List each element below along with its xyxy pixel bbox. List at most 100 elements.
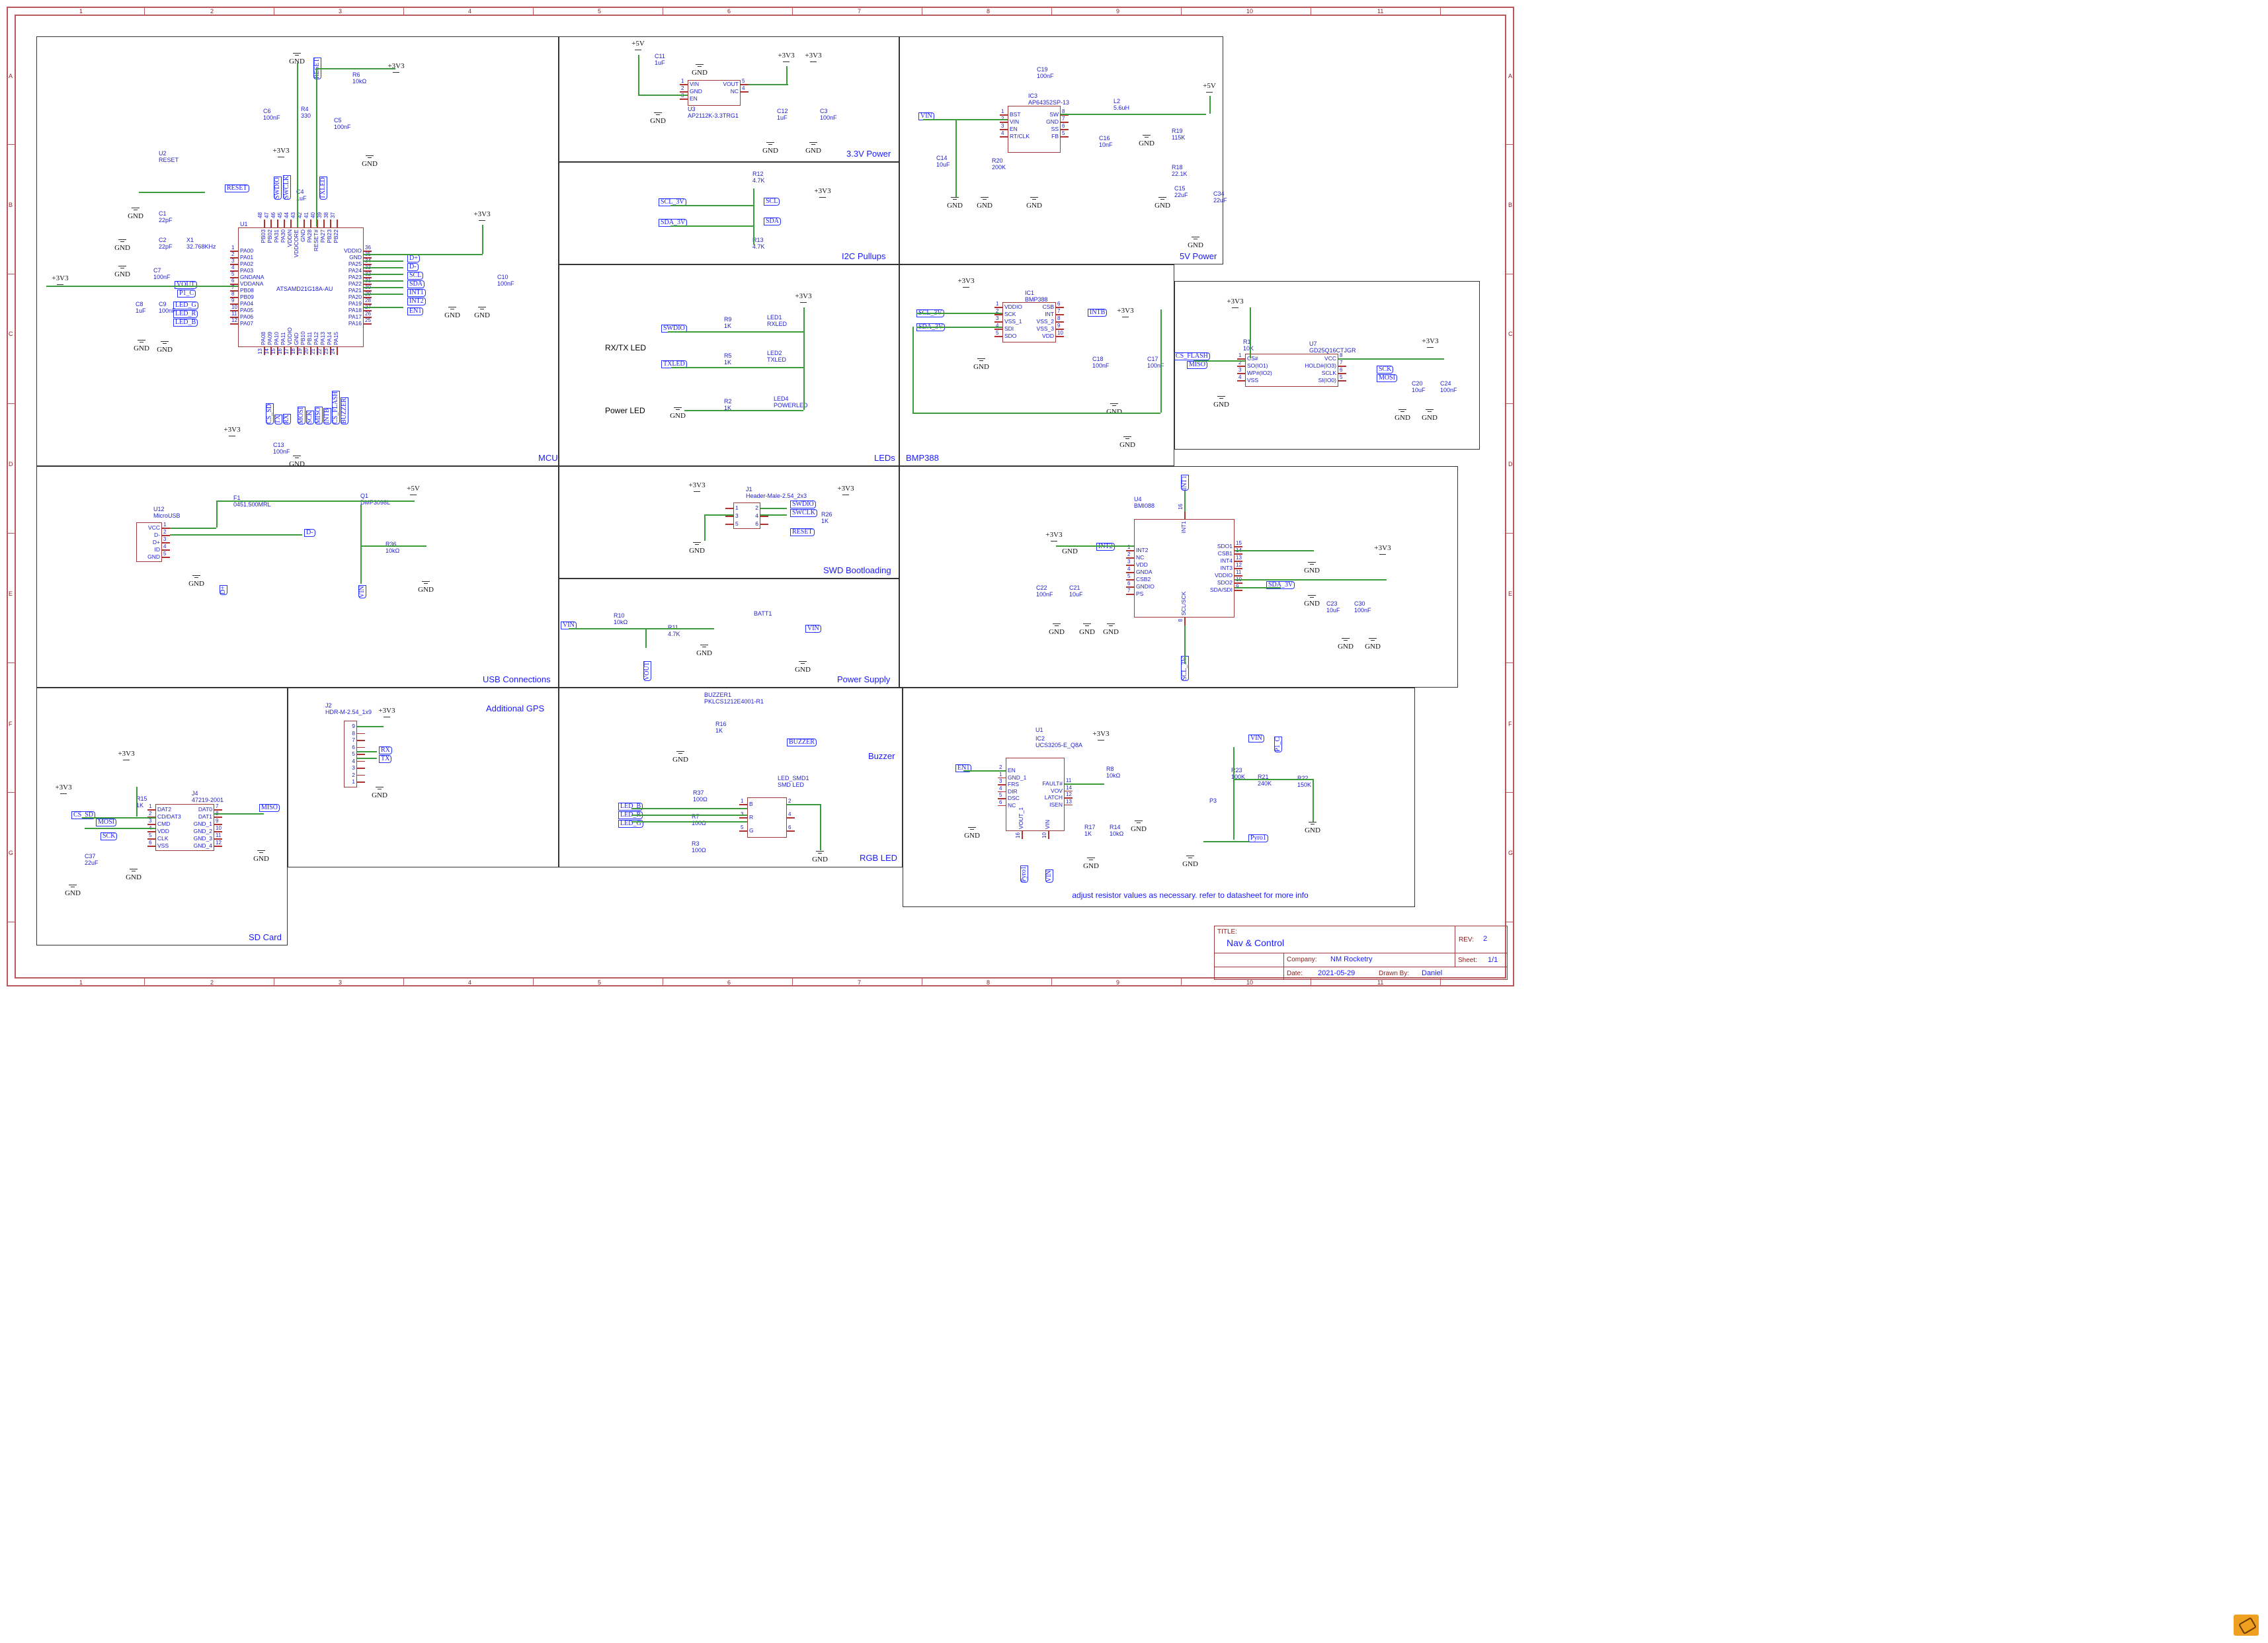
ground-icon: [1426, 409, 1434, 414]
grid-column-label: 5: [598, 979, 602, 986]
pin-number: 12: [1236, 562, 1242, 568]
section-bmi: [899, 466, 1458, 688]
grid-tick: [7, 533, 15, 534]
pin-stub: [1126, 594, 1134, 595]
ground-icon: [192, 575, 200, 580]
wire: [364, 260, 403, 262]
wire: [357, 751, 377, 752]
wire: [803, 307, 805, 410]
ground-icon: [1143, 135, 1151, 140]
pin-stub: [1237, 358, 1245, 360]
pin-number: 5: [1340, 374, 1343, 380]
wire: [46, 286, 238, 287]
net-label-vin: VIN: [358, 585, 366, 598]
component-value: 100nF: [1354, 607, 1371, 614]
pin-name: PA22: [348, 280, 362, 287]
pin-number: 13: [257, 348, 263, 354]
power-rail-icon: [384, 714, 390, 717]
section-label-sd: SD Card: [249, 932, 282, 942]
component-ref-r22: R22: [1297, 775, 1309, 781]
pin-stub: [994, 329, 1002, 330]
net-label-led_g: LED_G: [618, 820, 643, 828]
pin-name: INT2: [1136, 547, 1149, 553]
component-value: 100nF: [334, 124, 351, 130]
grid-tick: [533, 7, 534, 15]
pin-number: 5: [163, 551, 167, 557]
pin-name: PA15: [333, 331, 339, 345]
grid-row-label: E: [9, 590, 13, 597]
grid-tick: [7, 792, 15, 793]
led-group-label-rxtx: RX/TX LED: [605, 343, 647, 352]
section-label-bmp: BMP388: [906, 453, 939, 463]
power-rail-icon: [800, 300, 807, 303]
pin-name: VDDANA: [240, 280, 264, 287]
pin-name: PA05: [240, 307, 254, 313]
pin-stub: [230, 303, 238, 305]
net-label-swdio: SWDIO: [274, 177, 282, 200]
pin-name: D-: [154, 532, 160, 538]
component-value: 1K: [821, 518, 829, 524]
section-mcu: [36, 36, 559, 466]
power-3v3-label: +3V3: [814, 187, 831, 195]
power-rail-icon: [278, 154, 284, 157]
pin-number: 36: [365, 245, 371, 251]
pin-name: PB11: [306, 331, 313, 345]
pin-stub: [357, 740, 365, 741]
component-value: 1uF: [777, 114, 788, 121]
pin-number: 11: [1066, 778, 1072, 783]
pin-name: GND_2: [193, 828, 212, 834]
pin-name: PA03: [240, 267, 254, 274]
pin-number: 15: [270, 348, 276, 354]
grid-tick: [7, 403, 15, 404]
component-ref-r2: R2: [724, 398, 732, 405]
pin-name: PB22: [333, 229, 339, 243]
grid-tick: [533, 979, 534, 986]
pin-stub: [1184, 511, 1186, 519]
ground-icon: [69, 885, 77, 889]
design-note: adjust resistor values as necessary. ref…: [1072, 891, 1309, 900]
chip-u12: [136, 522, 162, 562]
component-ref-r15: R15: [136, 795, 147, 802]
pin-number: 17: [284, 348, 290, 354]
power-gnd-label: GND: [1119, 441, 1135, 449]
pin-name: PA16: [348, 320, 362, 327]
pin-number: 2: [1001, 116, 1004, 122]
app-logo-icon[interactable]: [2234, 1615, 2259, 1636]
pin-stub: [337, 220, 338, 227]
chip-part-number: BMP388: [1025, 296, 1048, 303]
pin-stub: [1126, 579, 1134, 581]
pin-number: 6: [231, 278, 235, 284]
component-value: 1K: [1084, 830, 1092, 837]
pin-stub: [994, 307, 1002, 308]
pin-number: 6: [1062, 123, 1065, 129]
pin-stub: [760, 516, 768, 517]
ground-icon: [693, 542, 701, 547]
wire: [749, 84, 788, 85]
section-label-buzzer: Buzzer: [868, 751, 895, 761]
pin-number: 47: [264, 212, 270, 218]
component-value: 1K: [715, 727, 723, 734]
chip-ref: J4: [192, 790, 198, 797]
date-label: Date:: [1287, 970, 1303, 977]
pin-stub: [364, 257, 372, 259]
pin-stub: [230, 290, 238, 292]
pin-stub: [337, 347, 338, 355]
pin-name: GND_4: [193, 842, 212, 849]
pin-stub: [214, 846, 222, 847]
power-5v-label: +5V: [407, 485, 420, 493]
wire: [760, 514, 787, 516]
pin-name: PB08: [240, 287, 254, 294]
pin-stub: [230, 277, 238, 278]
pin-name: INT4: [1220, 557, 1233, 564]
chip-part-number: MicroUSB: [153, 512, 181, 519]
net-label-vin: VIN: [1045, 869, 1053, 883]
power-3v3-label: +3V3: [378, 707, 395, 715]
net-label-led_b: LED_B: [173, 319, 198, 327]
power-rail-icon: [1122, 314, 1129, 317]
pin-name: PB02: [266, 229, 273, 243]
component-ref-r8: R8: [1106, 766, 1114, 772]
component-ref-u1: U1: [1035, 727, 1043, 733]
component-value: 100Ω: [692, 820, 706, 826]
component-ref-c9: C9: [159, 301, 167, 307]
component-ref-c19: C19: [1037, 66, 1048, 73]
